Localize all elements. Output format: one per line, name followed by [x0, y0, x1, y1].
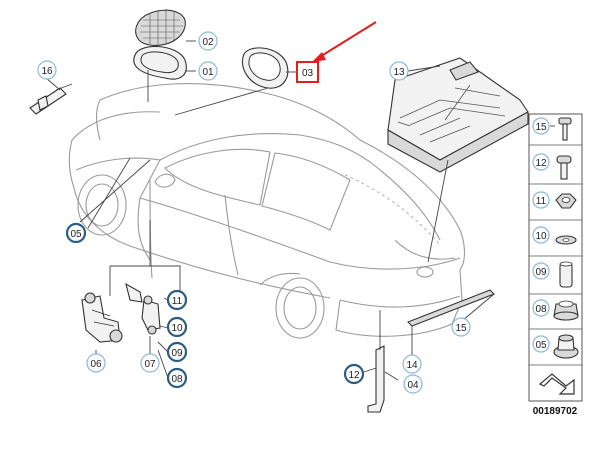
washer-icon	[555, 235, 577, 245]
nut-icon	[555, 193, 577, 209]
svg-text:08: 08	[535, 304, 547, 315]
part-04-bracket	[367, 345, 385, 413]
bolt-icon	[556, 155, 572, 180]
sleeve-icon	[559, 261, 573, 288]
sidebar-callout-10[interactable]: 10	[532, 226, 550, 244]
sidebar-callout-09[interactable]: 09	[532, 262, 550, 280]
svg-text:05: 05	[535, 340, 547, 351]
sidebar-callout-05[interactable]: 05	[532, 335, 550, 353]
callout-08[interactable]: 08	[166, 367, 188, 389]
svg-text:11: 11	[536, 196, 547, 207]
part-06-hinge	[81, 292, 123, 343]
part-07-latch	[125, 282, 161, 335]
svg-text:12: 12	[535, 158, 547, 169]
svg-text:15: 15	[535, 122, 547, 133]
svg-text:16: 16	[41, 66, 53, 77]
svg-text:08: 08	[171, 374, 183, 385]
callout-06[interactable]: 06	[86, 353, 106, 373]
svg-text:05: 05	[70, 229, 82, 240]
part-16-bracket	[29, 83, 73, 115]
svg-text:10: 10	[171, 323, 183, 334]
callout-05[interactable]: 05	[65, 222, 87, 244]
callout-11[interactable]: 11	[166, 289, 188, 311]
svg-text:14: 14	[406, 360, 418, 371]
svg-text:06: 06	[90, 359, 102, 370]
arrow-icon	[538, 373, 575, 395]
callout-15[interactable]: 15	[451, 317, 471, 337]
svg-text:01: 01	[202, 67, 214, 78]
callout-16[interactable]: 16	[37, 60, 57, 80]
svg-text:04: 04	[407, 380, 419, 391]
part-01-frame	[133, 45, 187, 80]
sidebar-callout-15[interactable]: 15	[532, 117, 550, 135]
svg-text:03: 03	[302, 68, 314, 79]
svg-text:09: 09	[171, 348, 183, 359]
svg-text:13: 13	[393, 67, 405, 78]
callout-14[interactable]: 14	[402, 354, 422, 374]
grommet-icon	[553, 300, 579, 321]
svg-text:12: 12	[348, 370, 360, 381]
sidebar-callout-11[interactable]: 11	[532, 191, 550, 209]
callout-10[interactable]: 10	[166, 316, 188, 338]
svg-text:15: 15	[455, 323, 467, 334]
svg-text:11: 11	[172, 296, 183, 307]
part-13-storage-tray	[387, 57, 529, 173]
hinge-group-bracket	[109, 220, 181, 296]
callout-03[interactable]: 03	[296, 61, 319, 83]
leader-lines	[45, 40, 555, 381]
callout-02[interactable]: 02	[198, 31, 218, 51]
highlight-arrow	[312, 21, 377, 62]
car-outline	[68, 83, 466, 339]
callout-09[interactable]: 09	[166, 341, 188, 363]
callout-07[interactable]: 07	[140, 353, 160, 373]
screw-icon	[558, 117, 572, 141]
callout-12[interactable]: 12	[343, 363, 365, 385]
part-02-grille	[135, 9, 186, 46]
part-03-trim-ring	[242, 47, 289, 89]
part-15-strip	[407, 289, 495, 327]
callout-01[interactable]: 01	[198, 61, 218, 81]
sidebar-callout-12[interactable]: 12	[532, 153, 550, 171]
svg-text:10: 10	[535, 231, 547, 242]
svg-text:07: 07	[144, 359, 156, 370]
callout-04[interactable]: 04	[403, 374, 423, 394]
bump-stop-icon	[553, 334, 579, 359]
svg-text:09: 09	[535, 267, 547, 278]
sidebar-callout-08[interactable]: 08	[532, 299, 550, 317]
callout-13[interactable]: 13	[389, 61, 409, 81]
svg-text:02: 02	[202, 37, 214, 48]
document-number: 00189702	[533, 406, 578, 417]
